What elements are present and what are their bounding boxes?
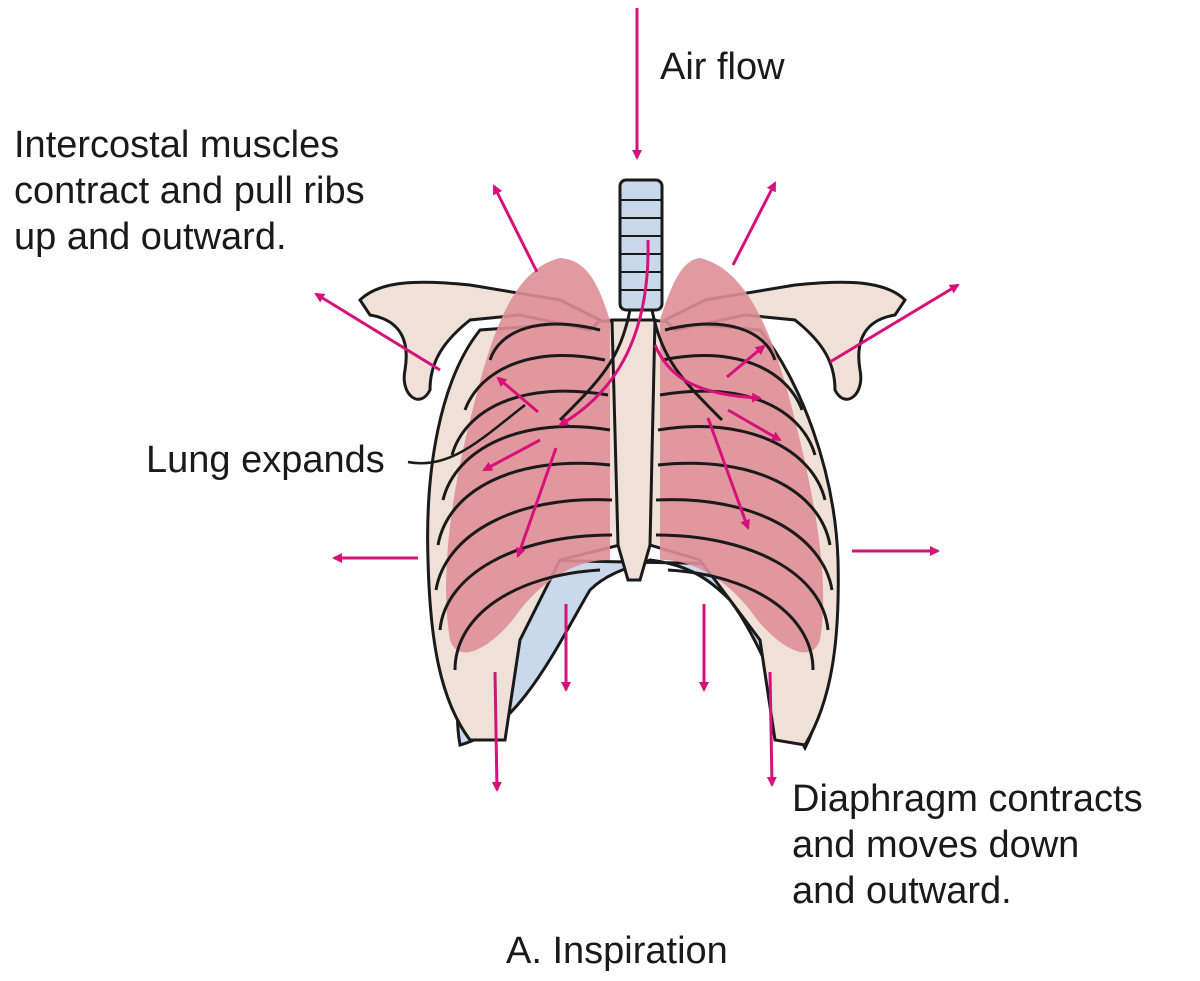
- diaphragm-label: Diaphragm contracts and moves down and o…: [792, 776, 1143, 914]
- arrow-rib-up-left: [494, 186, 537, 272]
- air-flow-label: Air flow: [660, 44, 785, 90]
- lung-expands-label: Lung expands: [146, 437, 385, 483]
- intercostal-muscles-label: Intercostal muscles contract and pull ri…: [14, 122, 365, 260]
- arrow-diaphragm-1: [495, 672, 497, 790]
- sternum: [612, 320, 655, 580]
- arrow-diaphragm-4: [770, 672, 772, 785]
- arrow-rib-up-right: [733, 183, 775, 265]
- figure-caption: A. Inspiration: [506, 928, 728, 974]
